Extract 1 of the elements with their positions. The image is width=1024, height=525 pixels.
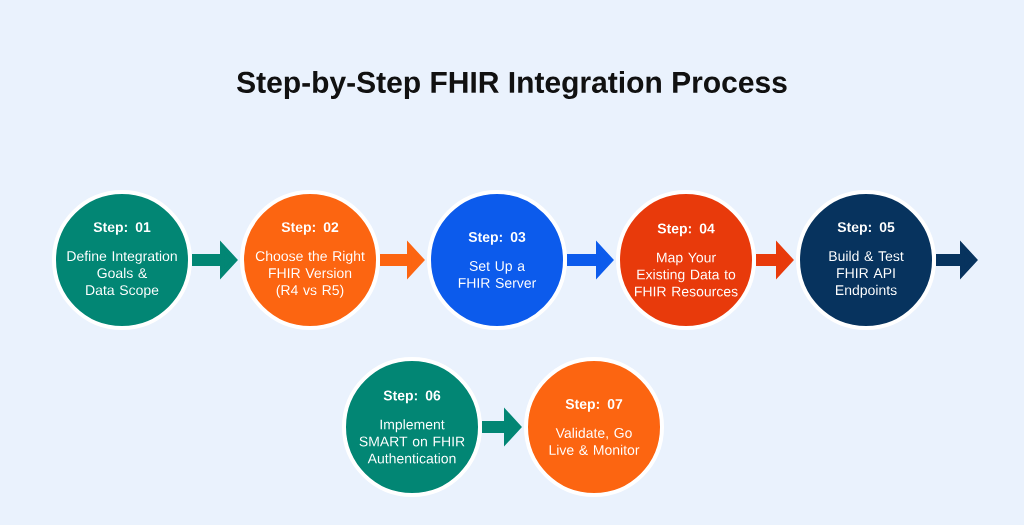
- title: Step-by-Step FHIR Integration Process: [237, 70, 787, 100]
